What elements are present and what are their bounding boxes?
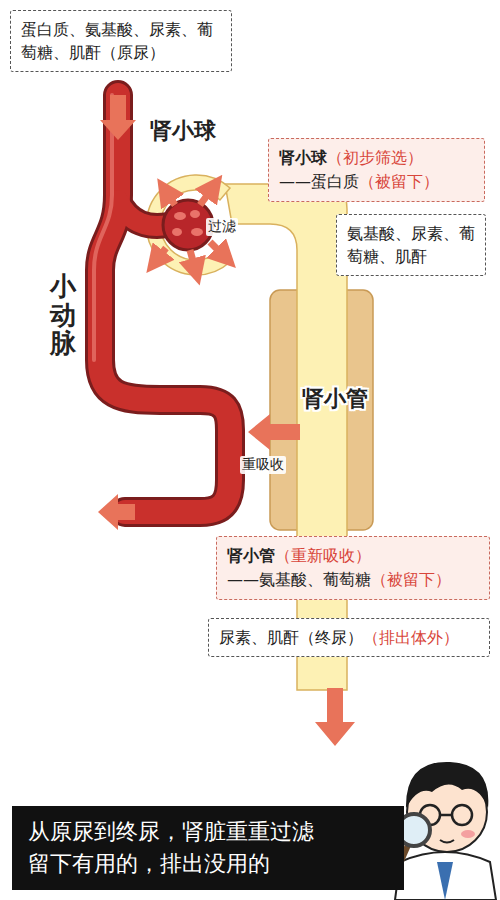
- inflow-arrow: [100, 95, 136, 140]
- tubule-label: 肾小管: [302, 384, 368, 414]
- node-text: ——氨基酸、葡萄糖: [227, 570, 371, 589]
- node-text: （重新吸收）: [275, 546, 371, 565]
- filtrate-box: 氨基酸、尿素、葡萄糖、肌酐: [336, 214, 486, 276]
- excrete-arrow: [315, 688, 355, 746]
- arteriole: [94, 95, 230, 512]
- glomerulus-callout: 肾小球（初步筛选） ——蛋白质（被留下）: [268, 138, 485, 202]
- node-text: （被留下）: [371, 570, 451, 589]
- doctor-cartoon: [395, 762, 496, 900]
- glomerulus-loops: [172, 210, 203, 236]
- node-text: 肾小管: [227, 546, 275, 565]
- node-text: （初步筛选）: [327, 148, 423, 167]
- tubule-callout: 肾小管（重新吸收） ——氨基酸、葡萄糖（被留下）: [216, 536, 490, 600]
- node-text: （排出体外）: [363, 628, 459, 647]
- summary-banner: 从原尿到终尿，肾脏重重过滤 留下有用的，排出没用的: [12, 806, 404, 890]
- outflow-arrow: [98, 494, 135, 530]
- raw-urine-box: 蛋白质、氨基酸、尿素、葡萄糖、肌酐（原尿）: [10, 10, 232, 72]
- node-text: （被留下）: [359, 172, 439, 191]
- node-text: 氨基酸、尿素、葡萄糖、肌酐: [347, 224, 475, 266]
- reabsorb-label: 重吸收: [240, 456, 286, 474]
- reabsorb-arrow: [248, 414, 300, 450]
- glomerulus-label: 肾小球: [150, 116, 216, 146]
- filter-label: 过滤: [206, 218, 238, 236]
- node-text: 从原尿到终尿，肾脏重重过滤 留下有用的，排出没用的: [28, 819, 314, 876]
- node-text: ——蛋白质: [279, 172, 359, 191]
- final-urine-box: 尿素、肌酐（终尿）（排出体外）: [208, 618, 490, 657]
- node-text: 蛋白质、氨基酸、尿素、葡萄糖、肌酐（原尿）: [21, 20, 213, 62]
- arteriole-label: 小动脉: [50, 272, 76, 358]
- node-text: 尿素、肌酐（终尿）: [219, 628, 363, 647]
- node-text: 肾小球: [279, 148, 327, 167]
